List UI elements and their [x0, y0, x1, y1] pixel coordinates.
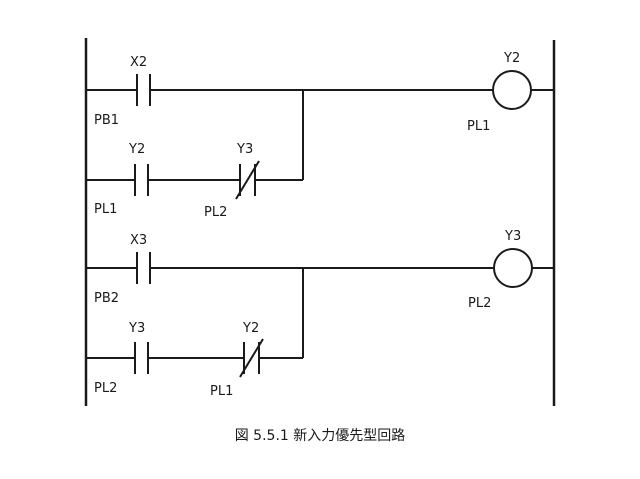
contact-y3 — [134, 342, 149, 374]
label-pl1-nc: PL1 — [210, 384, 233, 399]
contact-x2 — [136, 74, 151, 106]
label-y3-contact: Y3 — [128, 321, 145, 336]
label-y3-coil: Y3 — [504, 229, 521, 244]
label-pl1-contact: PL1 — [94, 202, 117, 217]
label-pl2-nc: PL2 — [204, 205, 227, 220]
label-x3: X3 — [130, 233, 147, 248]
label-y3-nc: Y3 — [236, 142, 253, 157]
label-y2-nc: Y2 — [242, 321, 259, 336]
coil-y2 — [492, 70, 532, 110]
rung-2 — [86, 248, 554, 378]
label-x2: X2 — [130, 55, 147, 70]
figure-caption: 図 5.5.1 新入力優先型回路 — [235, 428, 406, 444]
label-y2-contact: Y2 — [128, 142, 145, 157]
label-pb1: PB1 — [94, 113, 119, 128]
label-pl1-coil: PL1 — [467, 119, 490, 134]
label-y2-coil: Y2 — [503, 51, 520, 66]
label-pb2: PB2 — [94, 291, 119, 306]
rung-1 — [86, 70, 554, 200]
coil-y3 — [493, 248, 533, 288]
contact-y2 — [134, 164, 149, 196]
label-pl2-coil: PL2 — [468, 296, 491, 311]
contact-x3 — [136, 252, 151, 284]
label-pl2-contact: PL2 — [94, 381, 117, 396]
